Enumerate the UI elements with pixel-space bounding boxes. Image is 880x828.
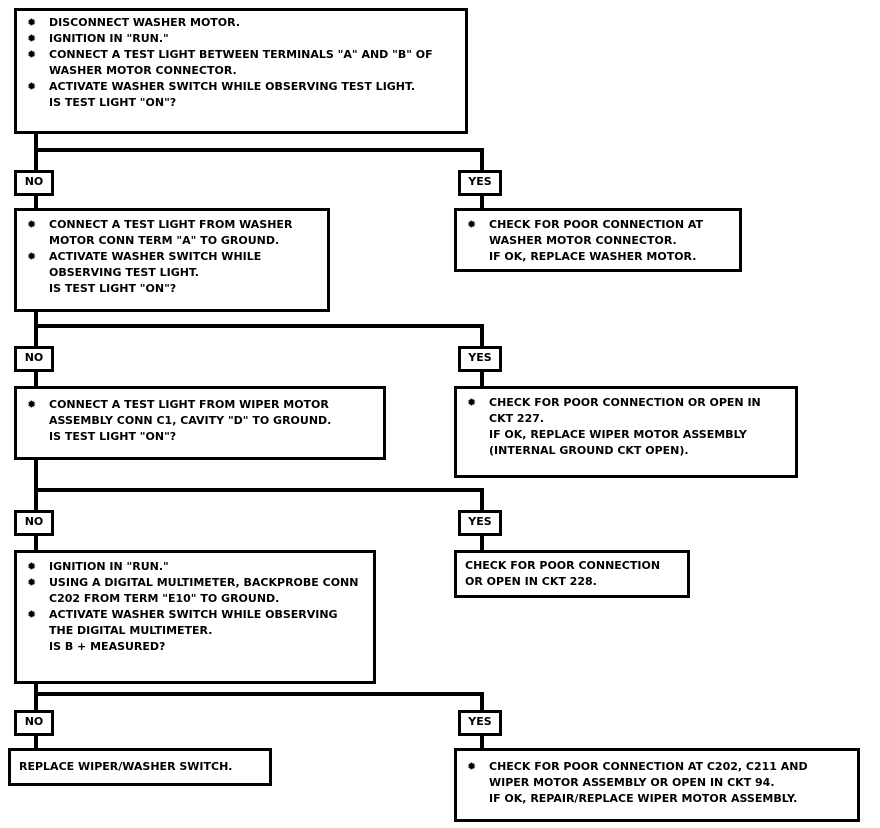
flow-line: [34, 682, 38, 710]
step-4-item-1: IGNITION IN "RUN.": [25, 559, 365, 575]
step-1-item-1: DISCONNECT WASHER MOTOR.: [25, 15, 457, 31]
result-4-yes-box: CHECK FOR POOR CONNECTION AT C202, C211 …: [454, 748, 860, 822]
flow-line: [34, 458, 38, 510]
flow-line: [480, 734, 484, 748]
result-2-yes-box: CHECK FOR POOR CONNECTION OR OPEN IN CKT…: [454, 386, 798, 478]
result-2-yes-item: CHECK FOR POOR CONNECTION OR OPEN IN CKT…: [465, 395, 787, 459]
yes-label: YES: [458, 710, 502, 736]
step-2-item-1-text: CONNECT A TEST LIGHT FROM WASHER MOTOR C…: [49, 218, 293, 247]
result-4-yes-item: CHECK FOR POOR CONNECTION AT C202, C211 …: [465, 759, 849, 807]
step-3-question: IS TEST LIGHT "ON"?: [49, 430, 177, 443]
result-1-yes-tail: IF OK, REPLACE WASHER MOTOR.: [489, 250, 697, 263]
step-1-item-2: IGNITION IN "RUN.": [25, 31, 457, 47]
step-1-item-3-text: CONNECT A TEST LIGHT BETWEEN TERMINALS "…: [49, 48, 433, 77]
no-label: NO: [14, 710, 54, 736]
step-2-question: IS TEST LIGHT "ON"?: [49, 282, 177, 295]
step-3-item-1: CONNECT A TEST LIGHT FROM WIPER MOTOR AS…: [25, 397, 375, 445]
step-4-item-2-text: USING A DIGITAL MULTIMETER, BACKPROBE CO…: [49, 576, 359, 605]
step-4-item-2: USING A DIGITAL MULTIMETER, BACKPROBE CO…: [25, 575, 365, 607]
flow-line: [34, 534, 38, 550]
step-3-box: CONNECT A TEST LIGHT FROM WIPER MOTOR AS…: [14, 386, 386, 460]
step-1-item-2-text: IGNITION IN "RUN.": [49, 32, 169, 45]
yes-label: YES: [458, 170, 502, 196]
result-2-yes-text: CHECK FOR POOR CONNECTION OR OPEN IN CKT…: [489, 396, 761, 425]
step-4-item-3: ACTIVATE WASHER SWITCH WHILE OBSERVING T…: [25, 607, 365, 655]
flow-line: [480, 148, 484, 170]
flow-line: [34, 310, 38, 346]
step-2-item-2: ACTIVATE WASHER SWITCH WHILE OBSERVING T…: [25, 249, 319, 297]
step-4-item-3-text: ACTIVATE WASHER SWITCH WHILE OBSERVING T…: [49, 608, 338, 637]
flow-line: [34, 370, 38, 386]
no-label: NO: [14, 346, 54, 372]
result-2-yes-tail: IF OK, REPLACE WIPER MOTOR ASSEMBLY (INT…: [489, 428, 747, 457]
result-4-yes-tail: IF OK, REPAIR/REPLACE WIPER MOTOR ASSEMB…: [489, 792, 798, 805]
result-1-yes-text: CHECK FOR POOR CONNECTION AT WASHER MOTO…: [489, 218, 704, 247]
result-3-yes-box: CHECK FOR POOR CONNECTION OR OPEN IN CKT…: [454, 550, 690, 598]
step-2-item-2-text: ACTIVATE WASHER SWITCH WHILE OBSERVING T…: [49, 250, 262, 279]
step-1-item-1-text: DISCONNECT WASHER MOTOR.: [49, 16, 241, 29]
result-4-no-box: REPLACE WIPER/WASHER SWITCH.: [8, 748, 272, 786]
result-1-yes-item: CHECK FOR POOR CONNECTION AT WASHER MOTO…: [465, 217, 731, 265]
result-4-yes-text: CHECK FOR POOR CONNECTION AT C202, C211 …: [489, 760, 808, 789]
flow-line: [480, 488, 484, 510]
no-label: NO: [14, 170, 54, 196]
no-label: NO: [14, 510, 54, 536]
step-4-question: IS B + MEASURED?: [49, 640, 166, 653]
flow-line: [34, 488, 484, 492]
flow-line: [480, 370, 484, 386]
step-1-item-3: CONNECT A TEST LIGHT BETWEEN TERMINALS "…: [25, 47, 457, 79]
step-1-question: IS TEST LIGHT "ON"?: [49, 96, 177, 109]
step-2-item-1: CONNECT A TEST LIGHT FROM WASHER MOTOR C…: [25, 217, 319, 249]
flow-line: [34, 194, 38, 208]
step-3-item-1-text: CONNECT A TEST LIGHT FROM WIPER MOTOR AS…: [49, 398, 332, 427]
flow-line: [480, 324, 484, 346]
step-1-item-4: ACTIVATE WASHER SWITCH WHILE OBSERVING T…: [25, 79, 457, 111]
yes-label: YES: [458, 510, 502, 536]
step-1-item-4-text: ACTIVATE WASHER SWITCH WHILE OBSERVING T…: [49, 80, 416, 93]
flow-line: [34, 734, 38, 748]
step-1-box: DISCONNECT WASHER MOTOR. IGNITION IN "RU…: [14, 8, 468, 134]
result-1-yes-box: CHECK FOR POOR CONNECTION AT WASHER MOTO…: [454, 208, 742, 272]
result-4-no-item: REPLACE WIPER/WASHER SWITCH.: [19, 759, 261, 775]
step-2-box: CONNECT A TEST LIGHT FROM WASHER MOTOR C…: [14, 208, 330, 312]
step-4-item-1-text: IGNITION IN "RUN.": [49, 560, 169, 573]
flow-line: [480, 692, 484, 710]
step-4-box: IGNITION IN "RUN." USING A DIGITAL MULTI…: [14, 550, 376, 684]
flow-line: [34, 324, 484, 328]
result-3-yes-item: CHECK FOR POOR CONNECTION OR OPEN IN CKT…: [465, 558, 679, 590]
flow-line: [480, 194, 484, 208]
flow-line: [480, 534, 484, 550]
flow-line: [34, 148, 484, 152]
flow-line: [34, 692, 484, 696]
result-4-no-text: REPLACE WIPER/WASHER SWITCH.: [19, 760, 233, 773]
result-3-yes-text: CHECK FOR POOR CONNECTION OR OPEN IN CKT…: [465, 559, 661, 588]
yes-label: YES: [458, 346, 502, 372]
